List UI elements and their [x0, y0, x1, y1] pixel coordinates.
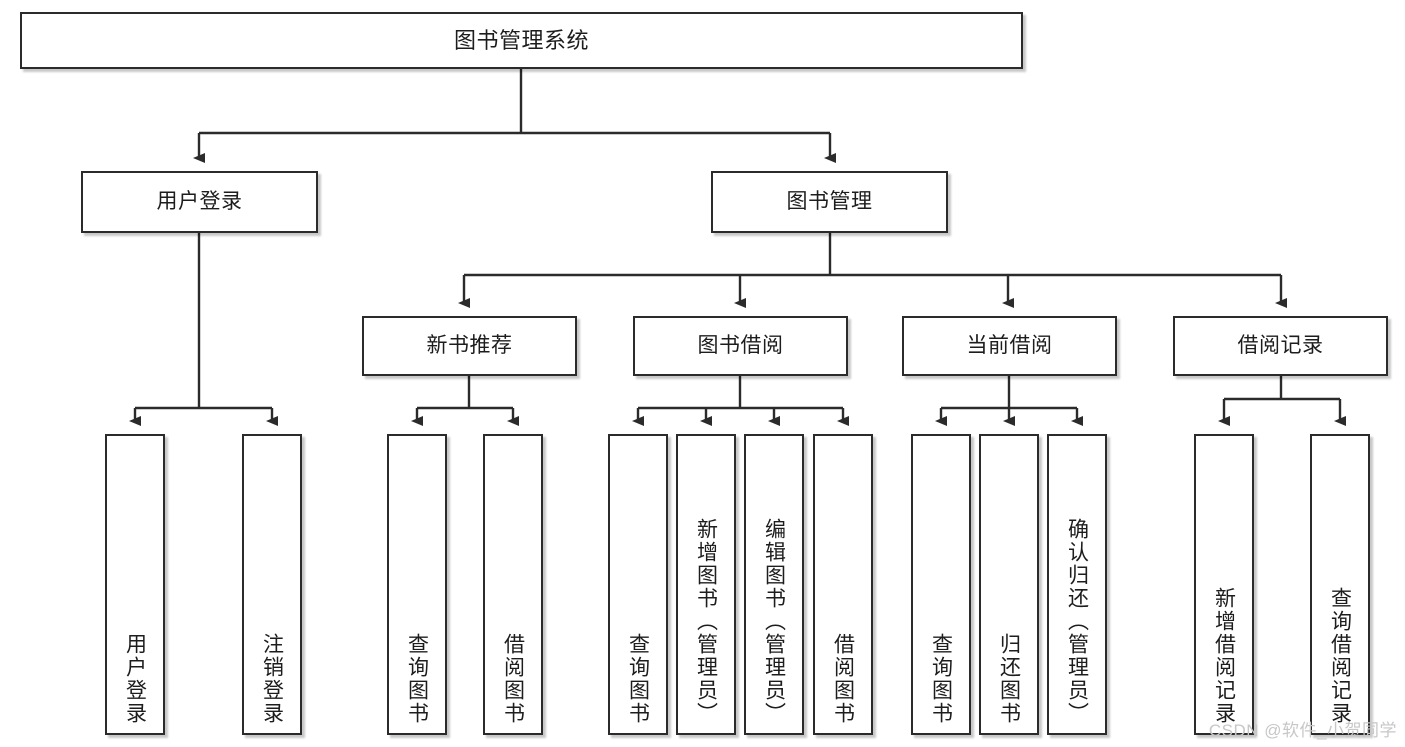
node-label: 借阅图书 — [831, 633, 855, 725]
node-label: 图书借阅 — [697, 333, 784, 357]
node-label: 确认归还（管理员） — [1065, 518, 1089, 725]
leaf-borrow-books-recommendation[interactable]: 借阅图书 — [483, 434, 543, 735]
leaf-query-books-current[interactable]: 查询图书 — [911, 434, 971, 735]
leaf-logout[interactable]: 注销登录 — [242, 434, 302, 735]
node-label: 查询图书 — [626, 633, 650, 725]
node-label: 借阅记录 — [1237, 333, 1324, 357]
node-user-login[interactable]: 用户登录 — [81, 171, 318, 233]
node-label: 用户登录 — [123, 633, 147, 725]
leaf-add-book-admin[interactable]: 新增图书（管理员） — [676, 434, 736, 735]
node-label: 图书管理 — [786, 189, 873, 213]
node-book-management[interactable]: 图书管理 — [711, 171, 948, 233]
node-label: 用户登录 — [156, 189, 243, 213]
node-label: 查询借阅记录 — [1328, 587, 1352, 725]
leaf-return-books[interactable]: 归还图书 — [979, 434, 1039, 735]
node-book-borrowing[interactable]: 图书借阅 — [633, 316, 848, 376]
node-new-book-recommendation[interactable]: 新书推荐 — [362, 316, 577, 376]
leaf-user-login[interactable]: 用户登录 — [105, 434, 165, 735]
node-label: 新增图书（管理员） — [694, 518, 718, 725]
node-borrowing-records[interactable]: 借阅记录 — [1173, 316, 1388, 376]
node-label: 新增借阅记录 — [1212, 587, 1236, 725]
node-label: 图书管理系统 — [453, 27, 589, 53]
leaf-add-borrow-record[interactable]: 新增借阅记录 — [1194, 434, 1254, 735]
node-label: 借阅图书 — [501, 633, 525, 725]
leaf-query-borrow-record[interactable]: 查询借阅记录 — [1310, 434, 1370, 735]
node-current-borrowing[interactable]: 当前借阅 — [902, 316, 1117, 376]
leaf-query-books-borrowing[interactable]: 查询图书 — [608, 434, 668, 735]
node-label: 新书推荐 — [426, 333, 513, 357]
leaf-edit-book-admin[interactable]: 编辑图书（管理员） — [744, 434, 804, 735]
node-label: 归还图书 — [997, 633, 1021, 725]
node-root-system[interactable]: 图书管理系统 — [20, 12, 1023, 69]
leaf-confirm-return-admin[interactable]: 确认归还（管理员） — [1047, 434, 1107, 735]
watermark-text: CSDN @软件_小贺同学 — [1208, 721, 1397, 740]
node-label: 编辑图书（管理员） — [762, 518, 786, 725]
leaf-query-books-recommendation[interactable]: 查询图书 — [387, 434, 447, 735]
node-label: 当前借阅 — [966, 333, 1053, 357]
node-label: 查询图书 — [405, 633, 429, 725]
node-label: 注销登录 — [260, 633, 284, 725]
node-label: 查询图书 — [929, 633, 953, 725]
leaf-borrow-books-borrowing[interactable]: 借阅图书 — [813, 434, 873, 735]
